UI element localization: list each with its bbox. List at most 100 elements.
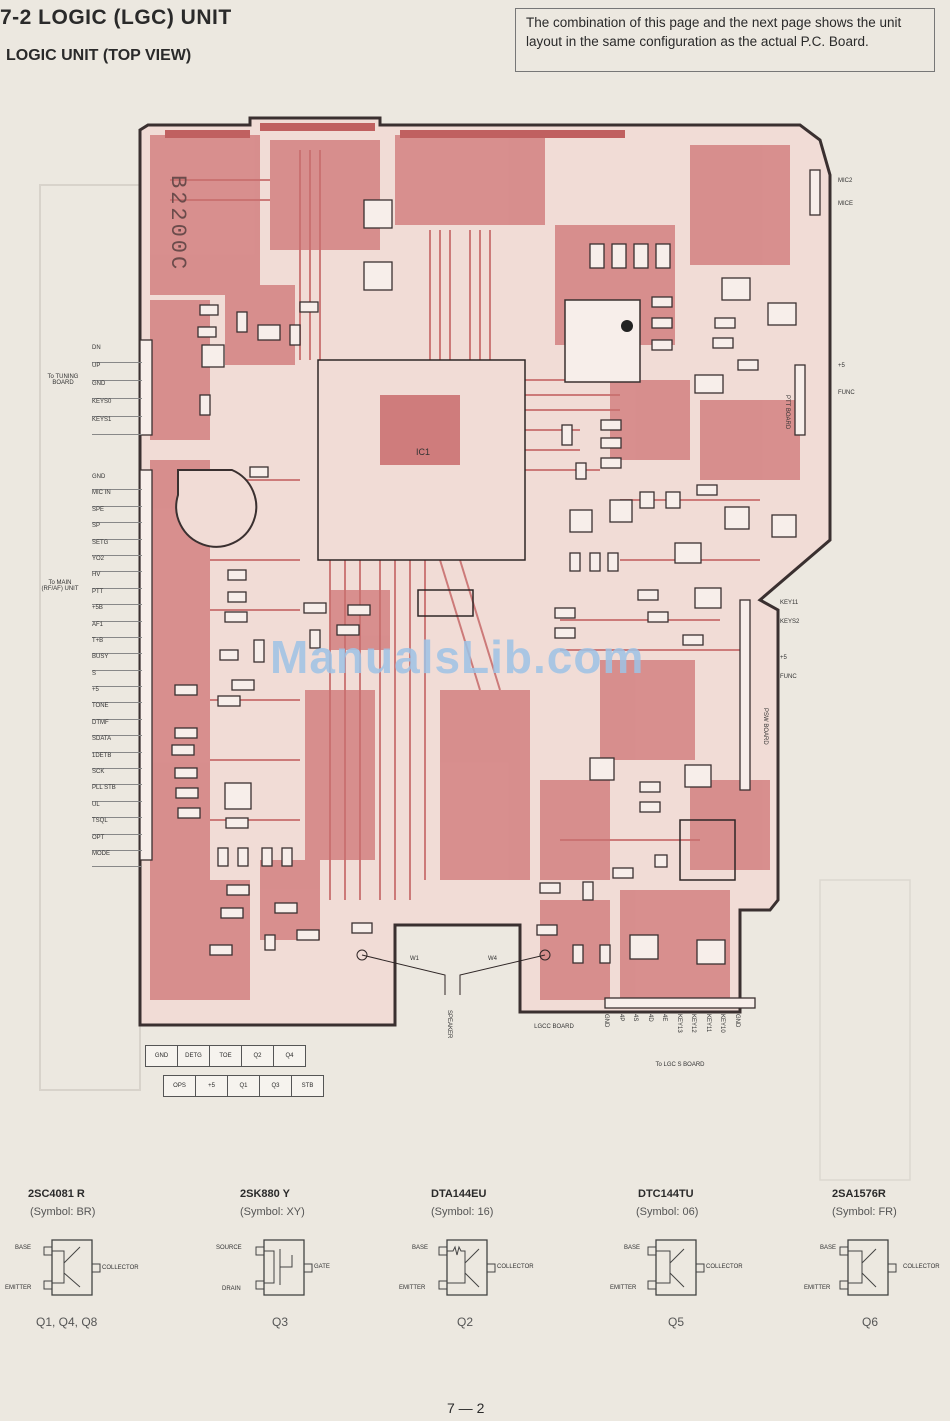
ptt-board-label: PTT BOARD — [784, 395, 790, 430]
part-name: 2SA1576R — [832, 1188, 886, 1200]
pin-label: KEY12 — [690, 1014, 696, 1033]
bottom-connector-table-row2: OPS +5 Q1 Q3 STB — [163, 1075, 324, 1097]
lgcc-board-label: LGCC BOARD — [534, 1024, 574, 1030]
pin-collector: COLLECTOR — [497, 1264, 534, 1270]
table-cell: +5 — [195, 1075, 228, 1097]
part-symbol: (Symbol: BR) — [30, 1206, 96, 1218]
tuning-connector-pins: DN UP GND KEYS0 KEYS1 — [92, 345, 142, 435]
part-refs: Q5 — [668, 1315, 685, 1329]
pin-source: SOURCE — [216, 1245, 242, 1251]
pin-base: BASE — [624, 1245, 641, 1251]
pin-label: PTT — [92, 589, 142, 606]
wire-label-w4: W4 — [488, 956, 498, 962]
pin-label: 4E — [661, 1014, 667, 1022]
table-cell: DETG — [177, 1045, 210, 1067]
pin-label: S — [92, 671, 142, 688]
watermark: ManualsLib.com — [270, 631, 645, 683]
pin-label: KEYS0 — [92, 399, 142, 417]
pin-label: GND — [603, 1014, 609, 1028]
part-name: DTC144TU — [638, 1188, 694, 1200]
bottom-connector-table: GND DETG TOE Q2 Q4 — [145, 1045, 306, 1067]
pin-label: +5 — [780, 655, 787, 661]
pin-label: YO2 — [92, 556, 142, 573]
speaker-label: SPEAKER — [446, 1010, 452, 1039]
pin-label: TSQL — [92, 818, 142, 835]
pin-label: KEYS1 — [92, 417, 142, 435]
part-name: DTA144EU — [431, 1188, 487, 1200]
pin-label: KEY11 — [704, 1014, 711, 1033]
pin-label: 4D — [646, 1014, 653, 1022]
section-title: 7-2 LOGIC (LGC) UNIT — [0, 6, 232, 29]
pin-label: DTMF — [92, 720, 142, 737]
pin-label: BUSY — [92, 654, 142, 671]
pin-label: GND — [92, 474, 142, 491]
pin-label: HV — [92, 572, 142, 589]
pin-drain: DRAIN — [222, 1286, 241, 1292]
sub-title: LOGIC UNIT (TOP VIEW) — [6, 47, 192, 64]
ic1-label: IC1 — [416, 447, 430, 457]
pin-label: KEY13 — [675, 1014, 682, 1033]
pin-collector: COLLECTOR — [102, 1265, 139, 1271]
part-refs: Q6 — [862, 1315, 879, 1329]
pin-label: 4S — [632, 1014, 638, 1022]
pin-label: SETG — [92, 540, 142, 556]
pin-label: T+B — [92, 638, 142, 655]
wire-label-w1: W1 — [410, 956, 420, 962]
pin-label: GND — [92, 381, 142, 399]
pin-label: 1DETB — [92, 753, 142, 770]
transistor-symbol-icon — [438, 1239, 496, 1296]
pin-gate: GATE — [314, 1264, 330, 1270]
pin-label: +5 — [838, 363, 845, 369]
pin-label: SDATA — [92, 736, 142, 753]
pin-label: MIC2 — [838, 178, 853, 184]
table-cell: OPS — [163, 1075, 196, 1097]
part-refs: Q3 — [272, 1315, 289, 1329]
pin-base: BASE — [412, 1245, 429, 1251]
pin-emitter: EMITTER — [399, 1285, 426, 1291]
pin-label: +5B — [92, 605, 142, 622]
table-cell: Q1 — [227, 1075, 260, 1097]
transistor-symbol-icon — [255, 1239, 313, 1296]
pin-base: BASE — [820, 1245, 837, 1251]
pin-collector: COLLECTOR — [903, 1264, 940, 1270]
part-refs: Q2 — [457, 1315, 474, 1329]
pin-label: KEY10 — [719, 1014, 725, 1033]
pin-emitter: EMITTER — [804, 1285, 831, 1291]
part-symbol: (Symbol: 06) — [636, 1206, 699, 1218]
table-cell: Q2 — [241, 1045, 274, 1067]
pin-label: FUNC — [838, 390, 855, 396]
pin-label: AF1 — [92, 622, 142, 638]
part-name: 2SK880 Y — [240, 1188, 290, 1200]
part-name: 2SC4081 R — [28, 1188, 85, 1200]
table-cell: Q4 — [273, 1045, 306, 1067]
table-cell: Q3 — [259, 1075, 292, 1097]
pin-label: MIC IN — [92, 490, 142, 507]
pin-label: SP — [92, 523, 142, 540]
note-box: The combination of this page and the nex… — [515, 8, 935, 72]
pin-emitter: EMITTER — [5, 1285, 32, 1291]
pin-label: SPE — [92, 507, 142, 524]
part-symbol: (Symbol: 16) — [431, 1206, 494, 1218]
transistor-symbol-icon — [43, 1239, 101, 1296]
part-refs: Q1, Q4, Q8 — [36, 1315, 98, 1329]
table-cell: TOE — [209, 1045, 242, 1067]
psw-board-label: PSW BOARD — [762, 708, 768, 745]
transistor-legend: 2SC4081 R (Symbol: BR) BASE EMITTER COLL… — [0, 1185, 950, 1345]
pin-label: MICE — [838, 201, 853, 207]
pin-label: GND — [733, 1014, 740, 1028]
pin-label: UP — [92, 363, 142, 381]
board-code: B2200C — [165, 175, 190, 273]
part-symbol: (Symbol: FR) — [832, 1206, 897, 1218]
part-symbol: (Symbol: XY) — [240, 1206, 305, 1218]
pin-emitter: EMITTER — [610, 1285, 637, 1291]
pin-label: FUNC — [780, 674, 797, 680]
ic1-outline — [317, 359, 526, 561]
pin-label: KEY11 — [780, 600, 799, 606]
pin-label: PLL STB — [92, 785, 142, 802]
pin-label: MODE — [92, 851, 142, 868]
pin-label: KEYS2 — [780, 619, 800, 625]
tuning-connector-title: To TUNING BOARD — [47, 374, 79, 386]
